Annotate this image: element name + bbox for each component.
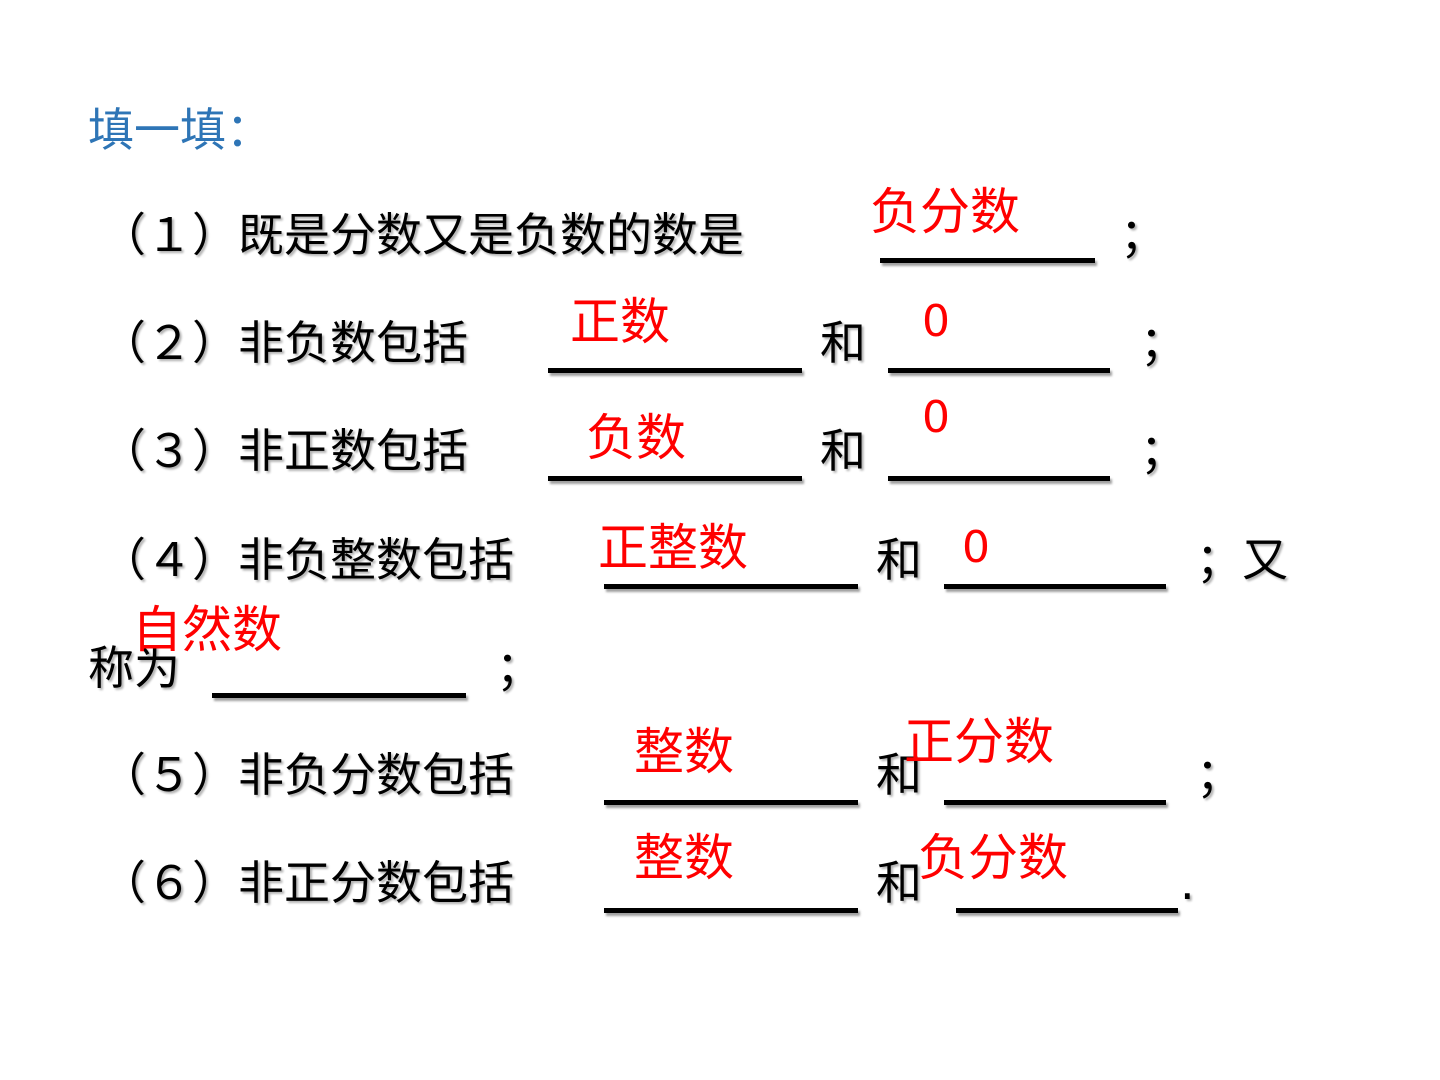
answer-3a: 负数 [586, 409, 686, 467]
question-2-blank-b [888, 368, 1110, 373]
question-4-continued-end: ； [496, 641, 542, 695]
answer-4a: 正整数 [598, 519, 748, 577]
question-1-end: ； [1120, 208, 1166, 262]
answer-6b: 负分数 [918, 829, 1068, 887]
question-6-blank-b [956, 908, 1178, 913]
question-3-mid: 和 [820, 424, 866, 478]
question-2-text: （２）非负数包括 [100, 316, 468, 370]
question-2-mid: 和 [820, 316, 866, 370]
question-4-blank-c [212, 693, 466, 698]
question-6-blank-a [604, 908, 858, 913]
question-4-continued-text: 称为 [88, 641, 180, 695]
question-4-blank-b [944, 584, 1166, 589]
answer-6a: 整数 [634, 829, 734, 887]
question-5-blank-a [604, 800, 858, 805]
question-3-end: ； [1140, 424, 1186, 478]
question-2-blank-a [548, 368, 802, 373]
question-4-text: （４）非负整数包括 [100, 533, 514, 587]
question-3-blank-a [548, 476, 802, 481]
question-2-end: ； [1140, 316, 1186, 370]
question-5-mid: 和 [876, 748, 922, 802]
question-4-blank-a [604, 584, 858, 589]
answer-3b: 0 [922, 392, 950, 443]
question-1-blank [880, 258, 1095, 263]
question-6-text: （６）非正分数包括 [100, 856, 514, 910]
answer-1: 负分数 [870, 183, 1020, 241]
question-3-text: （３）非正数包括 [100, 424, 468, 478]
question-6-mid: 和 [876, 856, 922, 910]
question-4-mid: 和 [876, 533, 922, 587]
page-title: 填一填： [88, 103, 272, 157]
answer-4b: 0 [962, 522, 990, 573]
answer-2a: 正数 [570, 293, 670, 351]
question-5-text: （５）非负分数包括 [100, 748, 514, 802]
answer-4c: 自然数 [132, 601, 282, 659]
question-6-end: . [1180, 856, 1195, 910]
question-4-end: ；又 [1196, 533, 1288, 587]
question-5-end: ； [1196, 748, 1242, 802]
question-3-blank-b [888, 476, 1110, 481]
question-5-blank-b [944, 800, 1166, 805]
answer-5a: 整数 [634, 723, 734, 781]
answer-5b: 正分数 [904, 713, 1054, 771]
answer-2b: 0 [922, 296, 950, 347]
question-1-text: （１）既是分数又是负数的数是 [100, 208, 744, 262]
